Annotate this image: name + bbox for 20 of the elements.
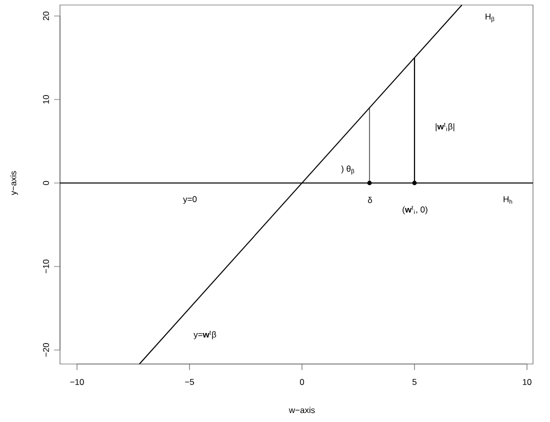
axis-title: w−axis [288,406,315,414]
line-label: y=0 [183,196,197,204]
tick-label: −5 [185,379,194,385]
line-label: H$_{β}$ [486,14,494,22]
tick-label: 10 [43,95,49,104]
tick-label: −10 [70,379,84,385]
segment-label: |w$^{t}$$_{i}$β| [436,122,454,132]
line-label: y=w$^{t}$β [194,330,216,340]
point-label: (w$^{t}$$_{i}$, 0) [402,206,428,214]
line-label: H$_{h}$ [504,196,512,204]
point-label: δ [368,196,372,204]
tick-label: 0 [300,379,304,385]
tick-label: 20 [43,12,49,20]
tick-label: 10 [522,379,532,385]
tick-label: −20 [43,343,49,357]
tick-label: −10 [43,260,49,274]
tick-label: 5 [412,379,416,385]
tick-label: 0 [43,180,49,186]
axis-title: y−axis [10,171,18,196]
angle-label: ) θ$_{β}$ [341,166,354,174]
